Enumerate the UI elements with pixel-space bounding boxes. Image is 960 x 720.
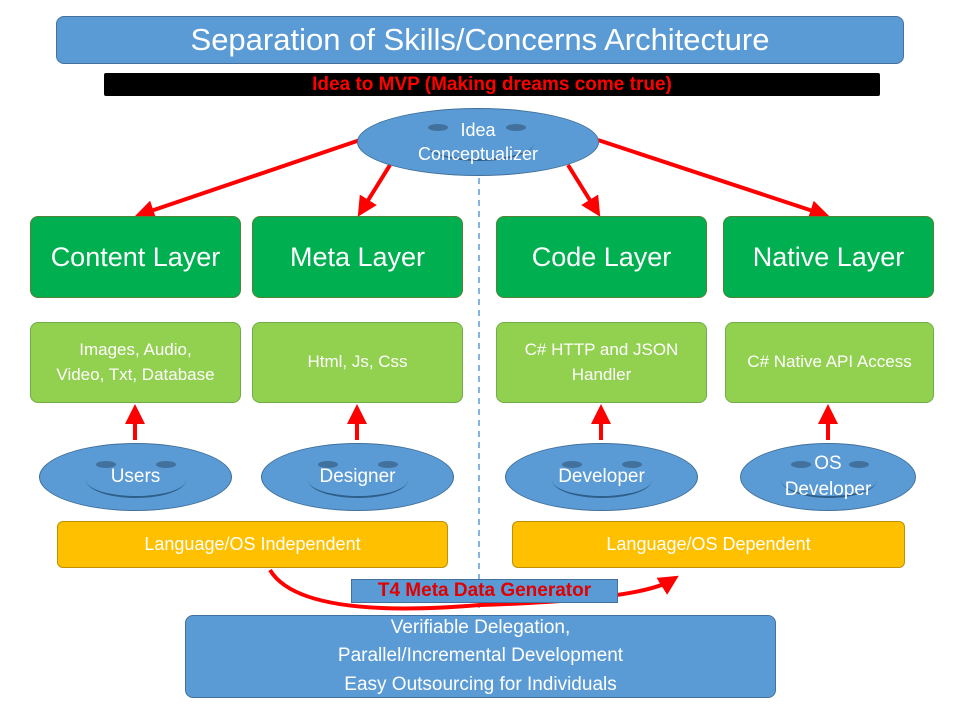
arrow-to-code-layer — [566, 163, 601, 217]
left-eye-icon — [428, 124, 448, 131]
content-tech-box: Images, Audio,Video, Txt, Database — [30, 322, 241, 403]
left-eye-icon — [318, 461, 338, 468]
native-layer-box: Native Layer — [723, 216, 934, 298]
right-eye-icon — [156, 461, 176, 468]
language-independent-box: Language/OS Independent — [57, 521, 448, 568]
developer-actor-node: Developer — [505, 443, 698, 511]
arrow-to-content-layer — [134, 138, 361, 220]
smile-icon — [86, 480, 186, 498]
right-eye-icon — [506, 124, 526, 131]
smile-icon — [424, 143, 534, 161]
meta-tech-box: Html, Js, Css — [252, 322, 463, 403]
language-dependent-box: Language/OS Dependent — [512, 521, 905, 568]
designer-actor-node: Designer — [261, 443, 454, 511]
smile-icon — [308, 480, 408, 498]
benefit-line: Verifiable Delegation, — [390, 616, 571, 638]
right-eye-icon — [622, 461, 642, 468]
benefit-line: Easy Outsourcing for Individuals — [344, 673, 617, 695]
left-eye-icon — [562, 461, 582, 468]
code-layer-box: Code Layer — [496, 216, 707, 298]
left-eye-icon — [791, 461, 811, 468]
benefits-box: Verifiable Delegation, Parallel/Incremen… — [185, 615, 776, 698]
native-tech-box: C# Native API Access — [725, 322, 934, 403]
curved-arrow-generator — [268, 568, 679, 611]
arrow-to-native-layer — [597, 138, 830, 220]
meta-layer-box: Meta Layer — [252, 216, 463, 298]
diagram-title: Separation of Skills/Concerns Architectu… — [56, 16, 904, 64]
right-eye-icon — [849, 461, 869, 468]
benefit-line: Parallel/Incremental Development — [337, 645, 624, 667]
actor-label: Developer — [558, 466, 645, 488]
diagram-subtitle-banner: Idea to MVP (Making dreams come true) — [104, 73, 880, 96]
actor-label: Designer — [319, 466, 396, 488]
left-eye-icon — [96, 461, 116, 468]
right-eye-icon — [378, 461, 398, 468]
content-layer-box: Content Layer — [30, 216, 241, 298]
smile-icon — [781, 480, 877, 498]
arrow-to-meta-layer — [357, 163, 392, 217]
actor-label: Users — [110, 466, 161, 488]
smile-icon — [552, 480, 652, 498]
t4-generator-label: T4 Meta Data Generator — [351, 579, 618, 603]
users-actor-node: Users — [39, 443, 232, 511]
